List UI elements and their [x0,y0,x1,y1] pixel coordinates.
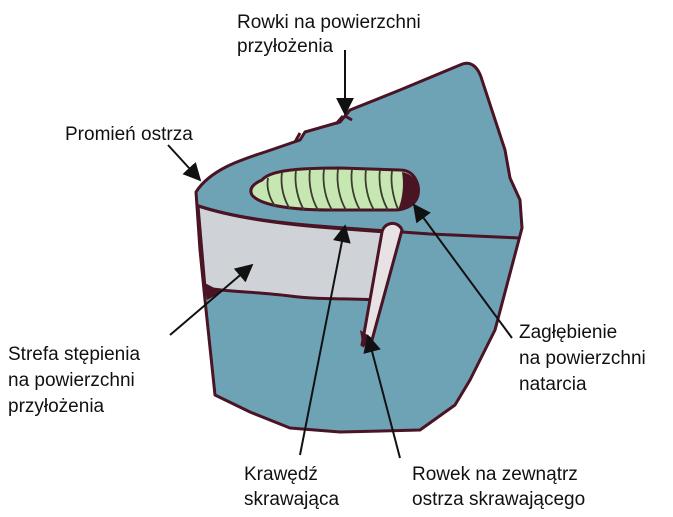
label-strefa: Strefa stępienia na powierzchni przyłoże… [8,344,145,417]
label-rowek: Rowek na zewnątrz ostrza skrawającego [412,464,585,510]
label-zaglebienie: Zagłębienie na powierzchni natarcia [519,322,651,395]
arrow-promien [168,145,200,180]
crater [251,168,419,210]
label-krawedz: Krawędź skrawająca [244,464,339,510]
label-rowki: Rowki na powierzchni przyłożenia [237,12,426,57]
label-promien: Promień ostrza [65,124,193,145]
